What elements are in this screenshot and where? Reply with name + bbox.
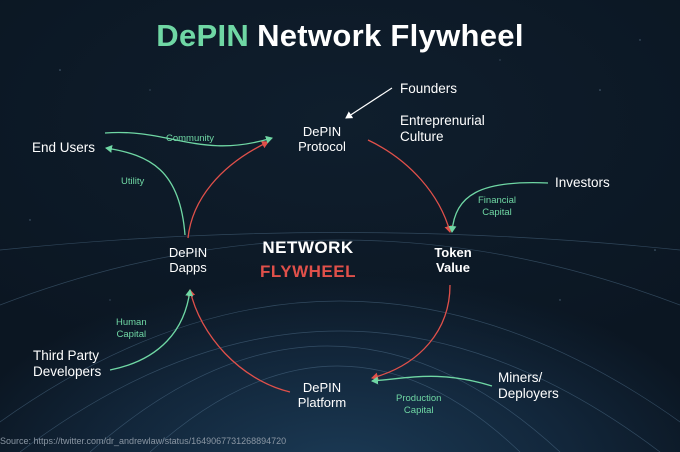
- flow-label-financial-capital: Financial Capital: [478, 195, 516, 219]
- arrow-platform-to-dapps: [187, 289, 291, 393]
- actor-founders: Founders: [400, 81, 458, 96]
- production-line1: Production: [396, 393, 442, 404]
- star-field: [29, 39, 656, 301]
- source-citation: Source: https://twitter.com/dr_andrewlaw…: [0, 436, 287, 446]
- node-token-value: Token Value: [418, 245, 488, 275]
- node-platform-line2: Platform: [297, 395, 347, 410]
- flow-label-community: Community: [166, 133, 215, 144]
- arrow-human-capital: [109, 289, 194, 371]
- center-label-flywheel: FLYWHEEL: [260, 262, 356, 281]
- node-dapps-line1: DePIN: [168, 245, 208, 260]
- node-platform-line1: DePIN: [302, 380, 342, 395]
- actor-entrepreneurial-culture: Entreprenurial Culture: [400, 113, 485, 145]
- miners-line1: Miners/: [498, 370, 543, 385]
- culture-line1: Entreprenurial: [400, 113, 485, 128]
- production-line2: Capital: [403, 405, 434, 416]
- arrow-community: [104, 131, 273, 147]
- arrow-dapps-to-protocol: [187, 140, 269, 239]
- culture-line2: Culture: [400, 129, 444, 144]
- node-token-line1: Token: [434, 245, 472, 260]
- human-line1: Human: [116, 317, 147, 328]
- arrow-founders: [345, 87, 393, 119]
- node-protocol-line2: Protocol: [298, 139, 346, 154]
- actor-miners-deployers: Miners/ Deployers: [498, 370, 559, 402]
- title-rest: Network Flywheel: [257, 18, 524, 53]
- flow-label-human-capital: Human Capital: [116, 317, 147, 341]
- node-token-line2: Value: [436, 260, 470, 275]
- title-accent: DePIN: [156, 18, 250, 53]
- actor-investors: Investors: [555, 175, 610, 190]
- globe-decoration: [0, 232, 680, 452]
- miners-line2: Deployers: [498, 386, 559, 401]
- arrow-production-capital: [371, 375, 493, 387]
- actor-end-users: End Users: [32, 140, 96, 155]
- node-protocol-line1: DePIN: [302, 124, 342, 139]
- arrow-utility: [105, 144, 186, 236]
- flow-label-utility: Utility: [121, 176, 145, 187]
- human-line2: Capital: [116, 329, 147, 340]
- node-depin-protocol: DePIN Protocol: [282, 124, 362, 154]
- arrow-protocol-to-token: [367, 139, 453, 233]
- actor-third-party-developers: Third Party Developers: [33, 348, 101, 380]
- developers-line1: Third Party: [33, 348, 100, 363]
- center-label-network: NETWORK: [262, 238, 354, 257]
- financial-line1: Financial: [478, 195, 517, 206]
- arrow-financial-capital: [448, 181, 549, 233]
- node-depin-platform: DePIN Platform: [282, 380, 362, 410]
- node-dapps-line2: Dapps: [169, 260, 207, 275]
- node-depin-dapps: DePIN Dapps: [150, 245, 226, 275]
- arrow-token-to-platform: [371, 284, 451, 381]
- financial-line2: Capital: [482, 207, 512, 218]
- developers-line2: Developers: [33, 364, 102, 379]
- flow-label-production-capital: Production Capital: [396, 393, 441, 417]
